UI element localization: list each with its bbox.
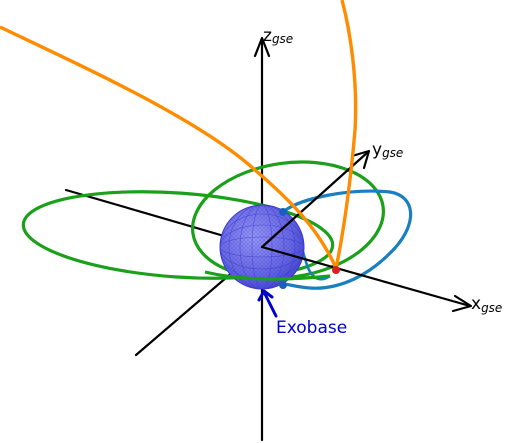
green-orbit-large [21, 190, 335, 280]
exobase-label: Exobase [276, 318, 347, 338]
y-axis-label: ygse [372, 140, 403, 160]
exobase-pointer-head [257, 289, 274, 302]
green-orbit-tilted [191, 160, 385, 280]
x-axis-front [260, 245, 472, 308]
orange-trajectory [0, 0, 358, 274]
exobase-sphere [219, 204, 305, 290]
blue-marker-bottom [279, 281, 287, 289]
x-axis-label: xgse [471, 294, 502, 315]
blue-orbit [281, 189, 413, 290]
exobase-pointer-line [263, 292, 278, 318]
z-axis-arrowhead [253, 36, 271, 58]
blue-marker-top [279, 208, 287, 216]
z-axis-label: zgse [263, 26, 293, 46]
x-axis-arrowhead [451, 294, 473, 313]
green-orbit-front-arc [204, 270, 331, 281]
intersection-marker [332, 266, 340, 274]
y-axis-arrowhead [350, 149, 371, 170]
